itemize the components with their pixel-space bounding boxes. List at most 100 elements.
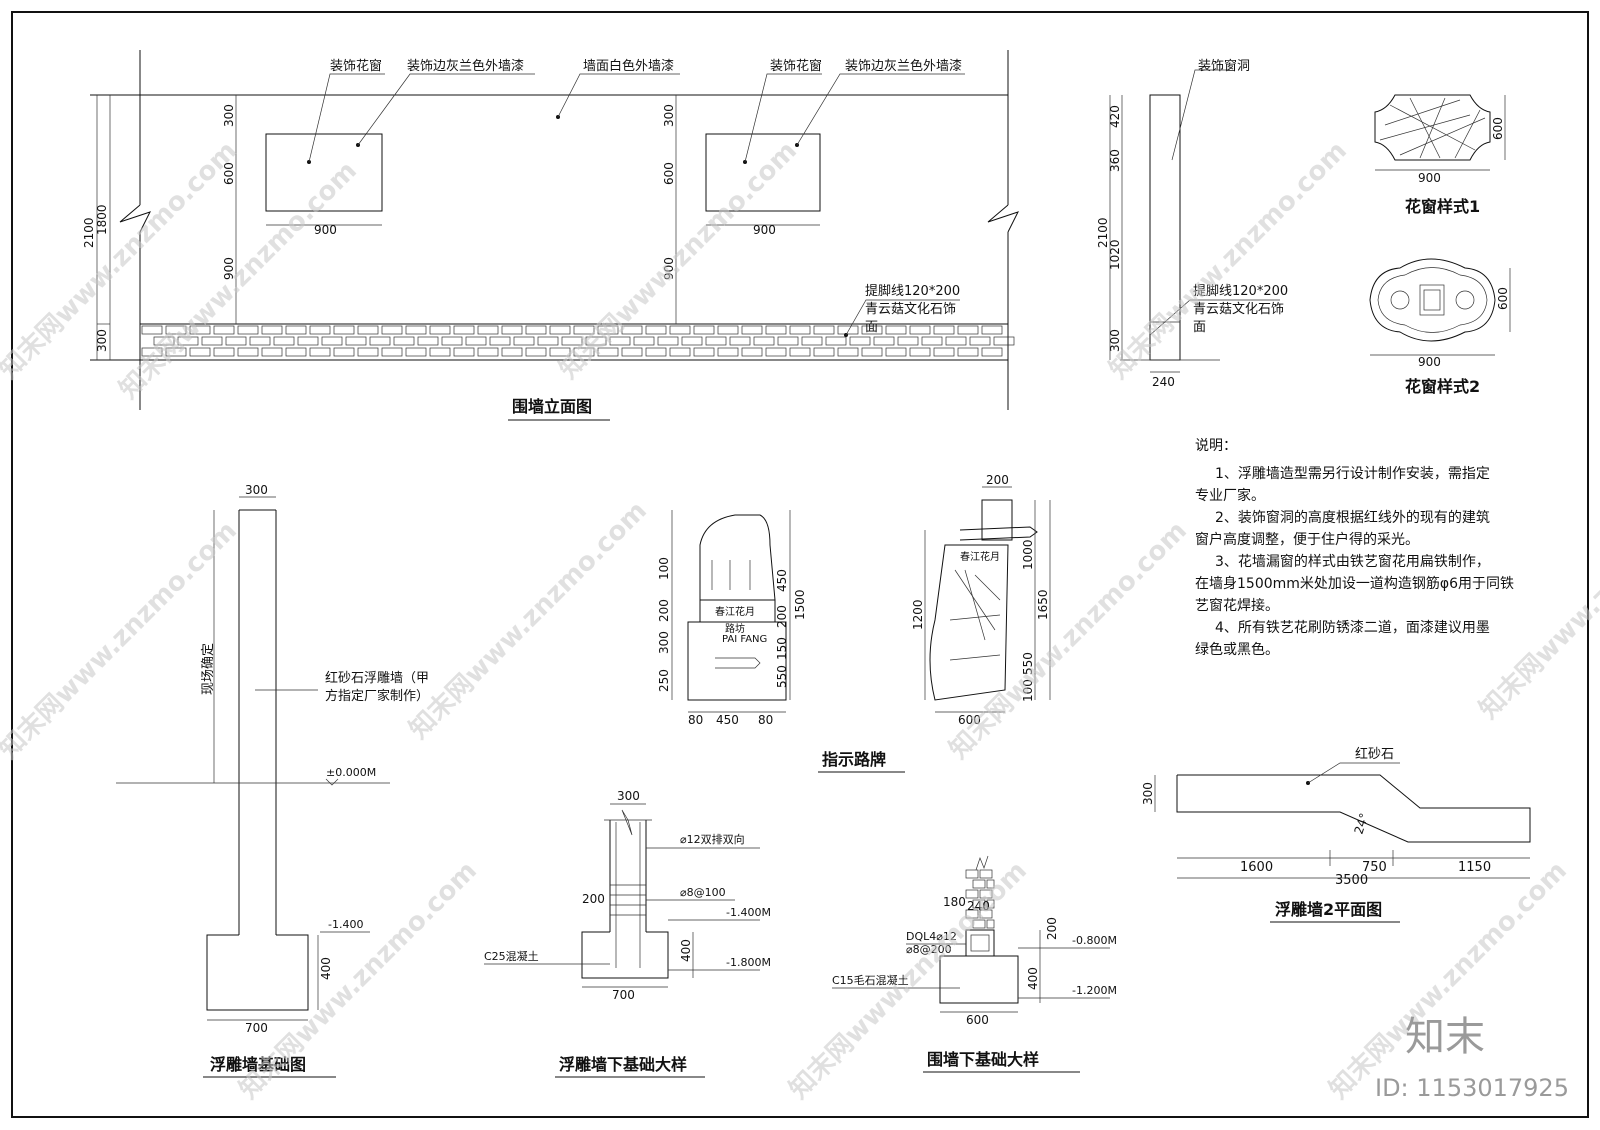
- notes-line: 在墙身1500mm米处加设一道构造钢筋φ6用于同铁: [1195, 575, 1514, 592]
- svg-text:-1.200M: -1.200M: [1072, 984, 1117, 997]
- svg-text:春江花月: 春江花月: [715, 605, 755, 618]
- svg-text:80: 80: [688, 713, 703, 727]
- window-style-2-title: 花窗样式2: [1405, 377, 1480, 396]
- svg-text:300: 300: [245, 483, 268, 497]
- window-style-2: 900 600 花窗样式2: [1369, 258, 1511, 396]
- svg-text:600: 600: [958, 713, 981, 727]
- svg-text:1000: 1000: [1021, 539, 1035, 570]
- svg-text:300: 300: [95, 329, 109, 352]
- watermark-5: 知末网www.znzmo.com: [0, 516, 243, 765]
- watermark-2: 知末网www.znzmo.com: [114, 156, 363, 405]
- elevation-title: 围墙立面图: [512, 397, 592, 416]
- label-border-paint-1: 装饰边灰兰色外墙漆: [407, 58, 524, 74]
- notes-heading: 说明：: [1195, 438, 1237, 454]
- svg-text:3500: 3500: [1335, 873, 1368, 888]
- svg-text:C25混凝土: C25混凝土: [484, 949, 539, 963]
- svg-text:1500: 1500: [793, 589, 807, 620]
- watermark-1: 知末网www.znzmo.com: [0, 136, 243, 385]
- svg-text:面: 面: [1193, 320, 1206, 335]
- svg-text:200: 200: [986, 473, 1009, 487]
- svg-text:550: 550: [1021, 652, 1035, 675]
- svg-text:700: 700: [245, 1021, 268, 1035]
- svg-text:1650: 1650: [1036, 589, 1050, 620]
- svg-text:300: 300: [617, 789, 640, 803]
- svg-text:⌀8@200: ⌀8@200: [906, 943, 952, 956]
- svg-text:900: 900: [753, 223, 776, 237]
- svg-text:24°: 24°: [1352, 811, 1372, 836]
- svg-text:900: 900: [1418, 171, 1441, 185]
- svg-text:240: 240: [1152, 375, 1175, 389]
- svg-text:240: 240: [967, 899, 990, 913]
- svg-text:红砂石: 红砂石: [1355, 746, 1394, 762]
- svg-text:200: 200: [582, 892, 605, 906]
- svg-text:200: 200: [775, 605, 789, 628]
- svg-text:方指定厂家制作）: 方指定厂家制作）: [325, 688, 429, 704]
- svg-text:900: 900: [662, 257, 676, 280]
- notes-line: 4、所有铁艺花刷防锈漆二道，面漆建议用墨: [1215, 620, 1490, 636]
- svg-text:DQL4⌀12: DQL4⌀12: [906, 930, 957, 943]
- svg-text:100: 100: [1021, 679, 1035, 702]
- svg-text:提脚线120*200: 提脚线120*200: [1193, 283, 1288, 299]
- watermark-8: 知末网www.znzmo.com: [1474, 476, 1600, 725]
- svg-text:360: 360: [1108, 149, 1122, 172]
- notes-line: 专业厂家。: [1195, 487, 1265, 504]
- signpost-title: 指示路牌: [822, 750, 886, 769]
- label-skirting-3: 面: [865, 320, 878, 335]
- svg-text:600: 600: [966, 1013, 989, 1027]
- wall-detail-drawing: DQL4⌀12 ⌀8@200 180 240 200 400 -0.800M -…: [832, 855, 1117, 1073]
- svg-text:600: 600: [222, 162, 236, 185]
- svg-text:春江花月: 春江花月: [960, 550, 1000, 563]
- watermark-3: 知末网www.znzmo.com: [554, 136, 803, 385]
- label-skirting-2: 青云菇文化石饰: [865, 302, 956, 317]
- svg-text:150: 150: [775, 637, 789, 660]
- svg-text:±0.000M: ±0.000M: [326, 766, 376, 779]
- image-id: ID: 1153017925: [1375, 1074, 1569, 1102]
- skirting-brick-band: [141, 325, 1015, 357]
- plan2-title: 浮雕墙2平面图: [1275, 900, 1382, 919]
- svg-text:900: 900: [1418, 355, 1441, 369]
- svg-text:300: 300: [1108, 329, 1122, 352]
- relief-detail-title: 浮雕墙下基础大样: [559, 1055, 687, 1074]
- svg-text:青云菇文化石饰: 青云菇文化石饰: [1193, 302, 1284, 317]
- relief-foundation-title: 浮雕墙基础图: [210, 1055, 306, 1074]
- label-flower-window-2: 装饰花窗: [770, 58, 822, 74]
- watermark-9: 知末网www.znzmo.com: [234, 856, 483, 1105]
- window-style-1: 900 600 花窗样式1: [1374, 94, 1506, 216]
- svg-text:C15毛石混凝土: C15毛石混凝土: [832, 973, 909, 987]
- label-border-paint-2: 装饰边灰兰色外墙漆: [845, 58, 962, 74]
- svg-text:-0.800M: -0.800M: [1072, 934, 1117, 947]
- svg-text:80: 80: [758, 713, 773, 727]
- svg-text:400: 400: [319, 957, 333, 980]
- svg-text:600: 600: [1491, 117, 1505, 140]
- label-flower-window-1: 装饰花窗: [330, 58, 382, 74]
- svg-text:200: 200: [657, 599, 671, 622]
- svg-text:红砂石浮雕墙（甲: 红砂石浮雕墙（甲: [325, 670, 429, 686]
- notes-line: 绿色或黑色。: [1195, 641, 1279, 658]
- watermark-4: 知末网www.znzmo.com: [1104, 136, 1353, 385]
- notes-line: 2、装饰窗洞的高度根据红线外的现有的建筑: [1215, 509, 1490, 526]
- svg-text:300: 300: [662, 104, 676, 127]
- svg-text:600: 600: [1496, 287, 1510, 310]
- svg-text:600: 600: [662, 162, 676, 185]
- wall-detail-title: 围墙下基础大样: [927, 1050, 1039, 1069]
- signpost-front: 春江花月 路坊 PAI FANG 10020030025045020015055…: [657, 510, 905, 773]
- window-style-1-title: 花窗样式1: [1405, 197, 1480, 216]
- notes-line: 3、花墙漏窗的样式由铁艺窗花用扁铁制作，: [1215, 553, 1490, 570]
- svg-text:2100: 2100: [82, 217, 96, 248]
- label-window-opening: 装饰窗洞: [1198, 58, 1250, 74]
- svg-text:100: 100: [657, 557, 671, 580]
- svg-text:1020: 1020: [1108, 239, 1122, 270]
- svg-text:900: 900: [314, 223, 337, 237]
- notes-line: 艺窗花焊接。: [1195, 597, 1279, 614]
- svg-text:现场确定: 现场确定: [201, 643, 216, 695]
- svg-text:300: 300: [222, 104, 236, 127]
- svg-text:1150: 1150: [1458, 860, 1491, 875]
- svg-text:900: 900: [222, 257, 236, 280]
- svg-text:路坊: 路坊: [725, 622, 745, 635]
- svg-text:200: 200: [1045, 917, 1059, 940]
- svg-text:300: 300: [657, 631, 671, 654]
- svg-text:2100: 2100: [1096, 217, 1110, 248]
- notes-line: 1、浮雕墙造型需另行设计制作安装，需指定: [1215, 466, 1490, 482]
- svg-text:-1.400M: -1.400M: [726, 906, 771, 919]
